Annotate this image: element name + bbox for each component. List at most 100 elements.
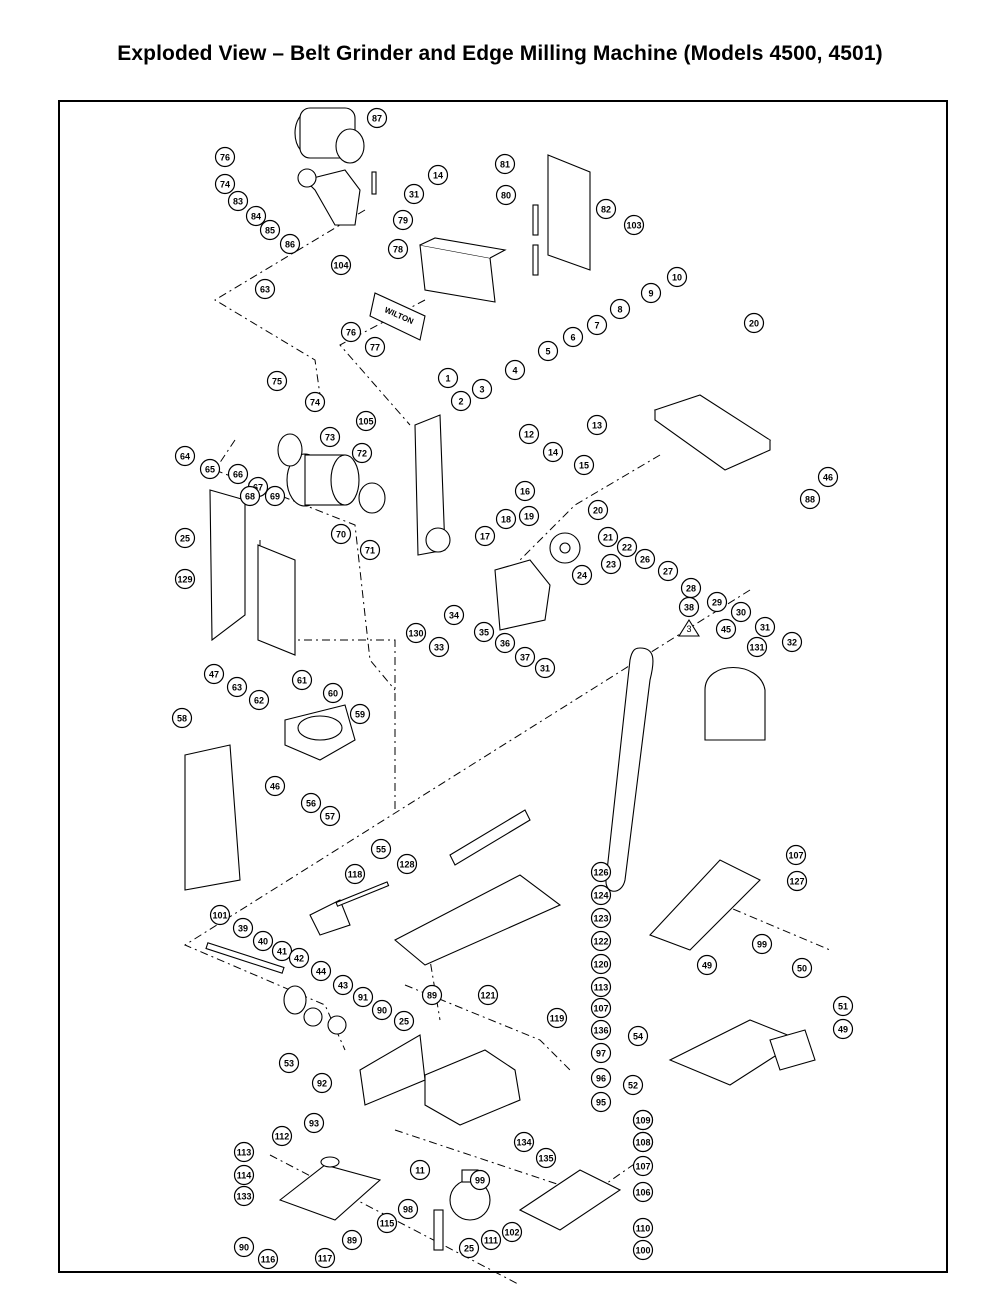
part-callout-89: 89 <box>421 984 443 1006</box>
callout-number: 80 <box>501 191 511 201</box>
callout-number: 5 <box>545 347 550 357</box>
callout-number: 65 <box>205 465 215 475</box>
part-callout-75: 75 <box>266 370 288 392</box>
part-callout-14: 14 <box>542 441 564 463</box>
part-callout-50: 50 <box>791 957 813 979</box>
callout-number: 76 <box>346 328 356 338</box>
part-callout-129: 129 <box>174 568 196 590</box>
part-callout-24: 24 <box>571 564 593 586</box>
part-callout-5: 5 <box>537 340 559 362</box>
part-callout-123: 123 <box>590 907 612 929</box>
callout-number: 92 <box>317 1079 327 1089</box>
part-callout-133: 133 <box>233 1185 255 1207</box>
callout-number: 103 <box>626 221 641 231</box>
callout-number: 127 <box>789 877 804 887</box>
part-callout-107: 107 <box>632 1155 654 1177</box>
part-callout-83: 83 <box>227 190 249 212</box>
part-callout-79: 79 <box>392 209 414 231</box>
callout-number: 24 <box>577 571 587 581</box>
part-callout-81: 81 <box>494 153 516 175</box>
callout-number: 38 <box>684 603 694 613</box>
part-callout-118: 118 <box>344 863 366 885</box>
part-callout-20: 20 <box>587 499 609 521</box>
callout-number: 76 <box>220 153 230 163</box>
part-callout-122: 122 <box>590 930 612 952</box>
callout-number: 9 <box>648 289 653 299</box>
callout-number: 7 <box>594 321 599 331</box>
callout-number: 51 <box>838 1002 848 1012</box>
callout-number: 107 <box>788 851 803 861</box>
part-callout-74: 74 <box>304 391 326 413</box>
callout-number: 14 <box>548 448 558 458</box>
callout-number: 31 <box>540 664 550 674</box>
part-callout-84: 84 <box>245 205 267 227</box>
callout-number: 35 <box>479 628 489 638</box>
callout-number: 106 <box>635 1188 650 1198</box>
callout-number: 58 <box>177 714 187 724</box>
part-callout-54: 54 <box>627 1025 649 1047</box>
callout-number: 74 <box>220 180 230 190</box>
callout-number: 30 <box>736 608 746 618</box>
part-callout-17: 17 <box>474 525 496 547</box>
part-callout-47: 47 <box>203 663 225 685</box>
callout-number: 42 <box>294 954 304 964</box>
callout-number: 90 <box>239 1243 249 1253</box>
part-callout-39: 39 <box>232 917 254 939</box>
callout-number: 63 <box>232 683 242 693</box>
part-callout-20: 20 <box>743 312 765 334</box>
callout-number: 14 <box>433 171 443 181</box>
part-callout-114: 114 <box>233 1164 255 1186</box>
part-callout-49: 49 <box>832 1018 854 1040</box>
part-callout-128: 128 <box>396 853 418 875</box>
part-callout-80: 80 <box>495 184 517 206</box>
callout-number: 16 <box>520 487 530 497</box>
callout-number: 55 <box>376 845 386 855</box>
part-callout-60: 60 <box>322 682 344 704</box>
callout-number: 39 <box>238 924 248 934</box>
callout-number: 67 <box>253 483 263 493</box>
part-callout-95: 95 <box>590 1091 612 1113</box>
part-callout-119: 119 <box>546 1007 568 1029</box>
part-callout-88: 88 <box>799 488 821 510</box>
callout-number: 3 <box>479 385 484 395</box>
callout-number: 33 <box>434 643 444 653</box>
part-callout-74: 74 <box>214 173 236 195</box>
part-callout-31: 31 <box>754 616 776 638</box>
part-callout-63: 63 <box>254 278 276 300</box>
part-callout-76: 76 <box>340 321 362 343</box>
callout-number: 49 <box>838 1025 848 1035</box>
part-callout-44: 44 <box>310 960 332 982</box>
part-callout-29: 29 <box>706 591 728 613</box>
part-callout-58: 58 <box>171 707 193 729</box>
part-callout-27: 27 <box>657 560 679 582</box>
part-callout-112: 112 <box>271 1125 293 1147</box>
callout-number: 113 <box>594 983 609 993</box>
callout-number: 62 <box>254 696 264 706</box>
callout-number: 47 <box>209 670 219 680</box>
part-callout-9: 9 <box>640 282 662 304</box>
part-callout-73: 73 <box>319 426 341 448</box>
part-callout-107: 107 <box>590 997 612 1019</box>
callout-number: 68 <box>245 492 255 502</box>
part-callout-11: 11 <box>409 1159 431 1181</box>
part-callout-107: 107 <box>785 844 807 866</box>
callout-number: 22 <box>622 543 632 553</box>
part-callout-109: 109 <box>632 1109 654 1131</box>
part-callout-99: 99 <box>751 933 773 955</box>
part-callout-82: 82 <box>595 198 617 220</box>
part-callout-57: 57 <box>319 805 341 827</box>
part-callout-52: 52 <box>622 1074 644 1096</box>
callout-number: 134 <box>516 1138 531 1148</box>
callout-number: 109 <box>635 1116 650 1126</box>
callout-number: 97 <box>596 1049 606 1059</box>
callout-number: 66 <box>233 470 243 480</box>
part-callout-3: 3 <box>471 378 493 400</box>
part-callout-45: 45 <box>715 618 737 640</box>
callout-number: 23 <box>606 560 616 570</box>
part-callout-104: 104 <box>330 254 352 276</box>
callout-number: 25 <box>180 534 190 544</box>
callout-number: 31 <box>409 190 419 200</box>
callout-number: 43 <box>338 981 348 991</box>
part-callout-8: 8 <box>609 298 631 320</box>
upper-drum-assembly <box>294 107 377 226</box>
